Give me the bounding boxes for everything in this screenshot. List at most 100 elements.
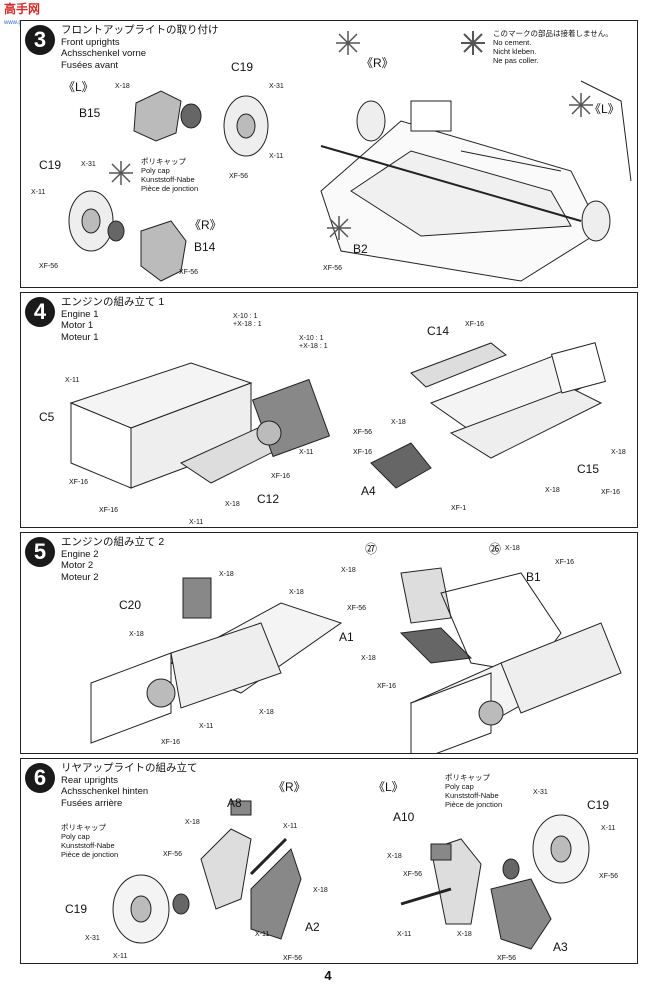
step-titles: リヤアップライトの組み立て Rear uprights Achsschenkel…	[61, 762, 198, 809]
part-label: C5	[39, 410, 55, 424]
paint-label: X-31	[81, 161, 96, 168]
marker: ㉗	[365, 542, 378, 556]
part-label: B2	[353, 242, 368, 256]
no-cement-icon	[461, 31, 485, 55]
part-label: C19	[65, 902, 88, 916]
paint-label: XF-16	[161, 739, 181, 746]
paint-label: XF-16	[377, 683, 397, 690]
paint-label: X-11	[255, 931, 270, 938]
page-number: 4	[324, 968, 332, 983]
paint-label: XF-16	[99, 507, 119, 514]
paint-label: XF-56	[403, 871, 423, 878]
paint-label: X-18	[387, 853, 402, 860]
paint-label: X-11	[199, 723, 214, 730]
side-label-l: 《L》	[63, 80, 94, 94]
paint-label: XF-56	[163, 851, 183, 858]
paint-label: XF-56	[497, 955, 517, 962]
step-number: 3	[25, 25, 55, 55]
paint-label: X-18	[391, 419, 406, 426]
paint-mix: X-10 : 1+X-18 : 1	[299, 335, 328, 350]
step-number: 4	[25, 297, 55, 327]
part-label: A10	[393, 810, 415, 824]
paint-label: XF-16	[271, 473, 291, 480]
engine-1-drawing	[69, 342, 607, 489]
paint-label: X-18	[259, 709, 274, 716]
paint-label: XF-16	[555, 559, 575, 566]
part-label: B14	[194, 240, 216, 254]
step-4-panel: 4 エンジンの組み立て 1 Engine 1 Motor 1 Moteur 1 …	[20, 292, 638, 528]
paint-label: X-31	[85, 935, 100, 942]
side-label-l: 《L》	[373, 780, 404, 794]
step-number: 5	[25, 537, 55, 567]
part-label: B1	[526, 570, 541, 584]
paint-label: X-18	[129, 631, 144, 638]
step-6-panel: 6 リヤアップライトの組み立て Rear uprights Achsschenk…	[20, 758, 638, 964]
part-label: A3	[553, 940, 568, 954]
paint-label: XF-16	[353, 449, 373, 456]
step-5-panel: 5 エンジンの組み立て 2 Engine 2 Motor 2 Moteur 2 …	[20, 532, 638, 754]
paint-label: XF-56	[323, 265, 343, 272]
side-label-l: 《L》	[589, 102, 620, 116]
paint-label: X-31	[533, 789, 548, 796]
part-label: C14	[427, 324, 450, 338]
paint-label: XF-56	[283, 955, 303, 962]
paint-label: XF-56	[599, 873, 619, 880]
paint-label: XF-16	[465, 321, 485, 328]
part-label: C19	[39, 158, 62, 172]
paint-label: X-11	[65, 377, 80, 384]
paint-label: X-18	[611, 449, 626, 456]
side-label-r: 《R》	[273, 780, 306, 794]
part-label: C19	[587, 798, 610, 812]
paint-label: X-18	[457, 931, 472, 938]
part-label: A8	[227, 796, 242, 810]
part-label: A2	[305, 920, 320, 934]
paint-label: X-11	[299, 449, 314, 456]
step-titles: フロントアップライトの取り付け Front uprights Achsschen…	[61, 24, 219, 71]
paint-label: XF-16	[69, 479, 89, 486]
paint-label: X-18	[225, 501, 240, 508]
paint-label: XF-1	[451, 505, 467, 512]
step-titles: エンジンの組み立て 2 Engine 2 Motor 2 Moteur 2	[61, 536, 165, 583]
paint-label: XF-16	[601, 489, 621, 496]
front-upright-drawing	[68, 31, 632, 282]
part-label: B15	[79, 106, 101, 120]
engine-2-drawing	[90, 567, 622, 753]
paint-label: XF-56	[229, 173, 249, 180]
paint-label: X-18	[545, 487, 560, 494]
paint-label: X-18	[185, 819, 200, 826]
step-titles: エンジンの組み立て 1 Engine 1 Motor 1 Moteur 1	[61, 296, 165, 343]
paint-label: X-18	[289, 589, 304, 596]
no-cement-legend: このマークの部品は接着しません。No cement.Nicht kleben.N…	[493, 29, 613, 65]
paint-label: X-11	[601, 825, 616, 832]
part-label: A1	[339, 630, 354, 644]
part-label: C15	[577, 462, 600, 476]
part-label: A4	[361, 484, 376, 498]
paint-label: X-11	[269, 153, 284, 160]
paint-label: X-11	[113, 953, 128, 960]
paint-label: X-31	[269, 83, 284, 90]
side-label-r: 《R》	[189, 218, 222, 232]
paint-label: XF-56	[179, 269, 199, 276]
paint-label: XF-56	[347, 605, 367, 612]
paint-mix: X-10 : 1+X-18 : 1	[233, 313, 262, 328]
paint-label: X-18	[361, 655, 376, 662]
paint-label: XF-56	[353, 429, 373, 436]
step-3-panel: 3 フロントアップライトの取り付け Front uprights Achssch…	[20, 20, 638, 288]
paint-label: X-18	[115, 83, 130, 90]
step-number: 6	[25, 763, 55, 793]
paint-label: X-18	[341, 567, 356, 574]
part-label: C12	[257, 492, 280, 506]
paint-label: X-11	[189, 519, 204, 526]
paint-label: X-18	[313, 887, 328, 894]
paint-label: X-18	[219, 571, 234, 578]
paint-label: X-11	[31, 189, 46, 196]
marker: ㉖	[489, 542, 502, 556]
side-label-r: 《R》	[361, 56, 394, 70]
part-label: C19	[231, 60, 254, 74]
paint-label: XF-56	[39, 263, 59, 270]
rear-upright-drawing	[112, 800, 590, 950]
paint-label: X-18	[505, 545, 520, 552]
